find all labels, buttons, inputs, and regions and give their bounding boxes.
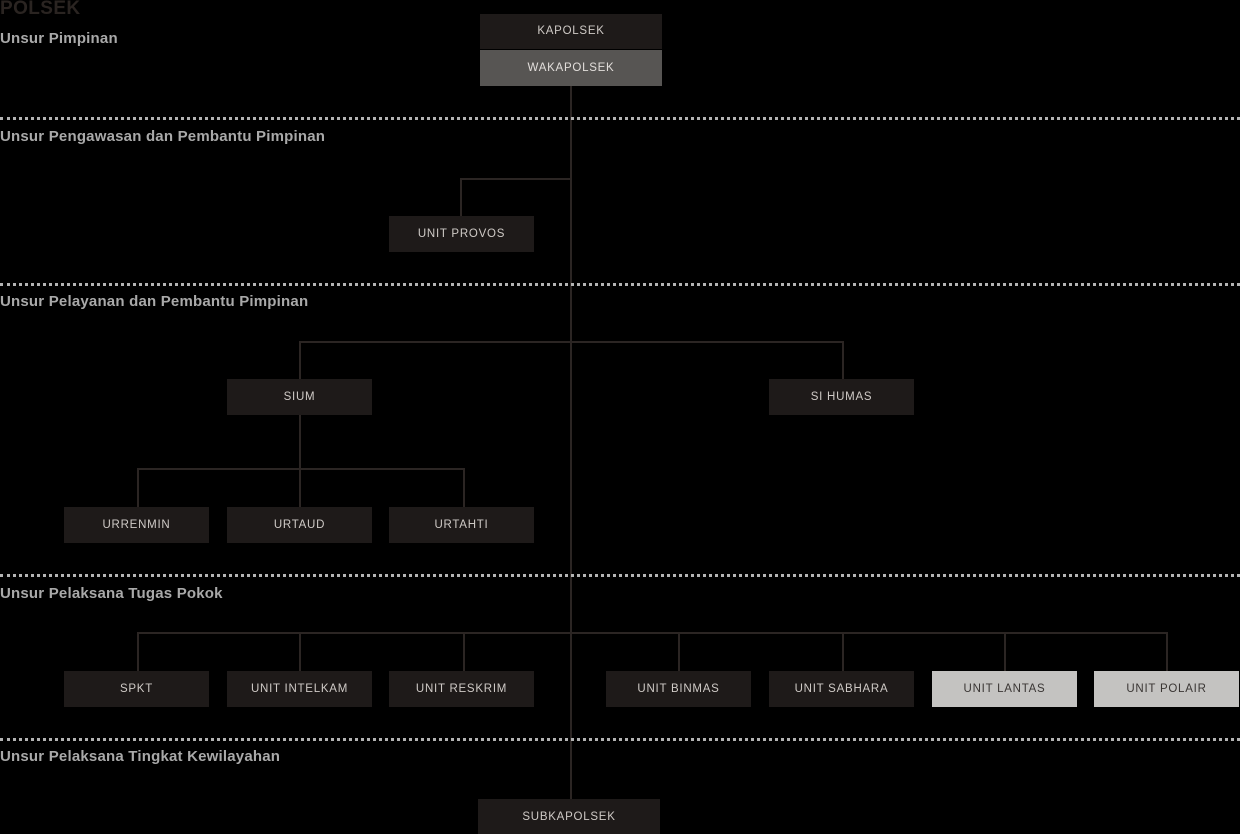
section-label-unsur-pimpinan: Unsur Pimpinan [0, 30, 118, 47]
connector-v-urrenmin [137, 468, 139, 507]
section-label-unsur-pelaksana-tugas: Unsur Pelaksana Tugas Pokok [0, 585, 223, 602]
connector-v-unit-sabhara [842, 632, 844, 671]
trunk-line-main [570, 86, 572, 800]
node-urtahti[interactable]: URTAHTI [389, 507, 534, 543]
node-unit-sabhara[interactable]: UNIT SABHARA [769, 671, 914, 707]
node-unit-reskrim[interactable]: UNIT RESKRIM [389, 671, 534, 707]
connector-v-unit-lantas [1004, 632, 1006, 671]
node-spkt[interactable]: SPKT [64, 671, 209, 707]
section-label-unsur-pelaksana-kewilayahan: Unsur Pelaksana Tingkat Kewilayahan [0, 748, 281, 765]
node-wakapolsek[interactable]: WAKAPOLSEK [480, 50, 662, 86]
connector-v-urtahti [463, 468, 465, 507]
node-urtaud[interactable]: URTAUD [227, 507, 372, 543]
connector-v-sium [299, 341, 301, 379]
connector-h-sium-children [137, 468, 465, 470]
connector-v-urtaud [299, 468, 301, 507]
connector-v-unit-polair [1166, 632, 1168, 671]
section-divider-1 [0, 117, 1240, 120]
section-label-unsur-pengawasan: Unsur Pengawasan dan Pembantu Pimpinan [0, 128, 326, 145]
page-title: POLSEK [0, 0, 81, 19]
section-divider-3 [0, 574, 1240, 577]
connector-v-provos [460, 178, 462, 216]
connector-v-unit-binmas [678, 632, 680, 671]
node-unit-intelkam[interactable]: UNIT INTELKAM [227, 671, 372, 707]
node-unit-lantas[interactable]: UNIT LANTAS [932, 671, 1077, 707]
section-label-unsur-pelayanan: Unsur Pelayanan dan Pembantu Pimpinan [0, 293, 309, 310]
connector-v-unit-reskrim [463, 632, 465, 671]
connector-h-operational-row [137, 632, 1167, 634]
node-si-humas[interactable]: SI HUMAS [769, 379, 914, 415]
node-kapolsek[interactable]: KAPOLSEK [480, 14, 662, 49]
connector-h-provos [460, 178, 572, 180]
connector-v-sium-down [299, 415, 301, 468]
connector-v-unit-intelkam [299, 632, 301, 671]
connector-v-spkt [137, 632, 139, 671]
node-unit-provos[interactable]: UNIT PROVOS [389, 216, 534, 252]
node-unit-polair[interactable]: UNIT POLAIR [1094, 671, 1239, 707]
node-sium[interactable]: SIUM [227, 379, 372, 415]
node-urrenmin[interactable]: URRENMIN [64, 507, 209, 543]
node-unit-binmas[interactable]: UNIT BINMAS [606, 671, 751, 707]
connector-v-si-humas [842, 341, 844, 379]
section-divider-2 [0, 283, 1240, 286]
connector-h-staff-row [299, 341, 844, 343]
node-subkapolsek[interactable]: SUBKAPOLSEK [478, 799, 660, 834]
section-divider-4 [0, 738, 1240, 741]
